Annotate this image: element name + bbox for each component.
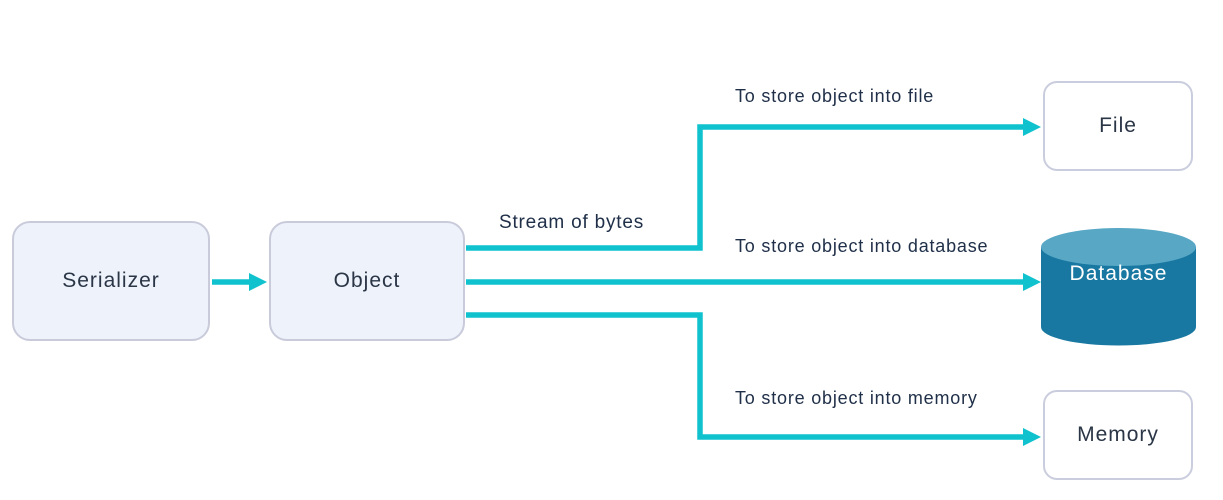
node-object-label: Object (333, 269, 401, 292)
database-cylinder-icon (1041, 228, 1196, 346)
node-file-label: File (1099, 114, 1137, 137)
edge-label-stream-of-bytes: Stream of bytes (499, 212, 645, 233)
database-cylinder-top (1041, 228, 1196, 266)
edge-label-to-store-object-into-memory: To store object into memory (735, 388, 978, 408)
node-memory: Memory (1043, 390, 1193, 480)
node-file: File (1043, 81, 1193, 171)
node-serializer-label: Serializer (62, 269, 160, 292)
node-database-label: Database (1069, 262, 1168, 285)
node-object: Object (269, 221, 465, 341)
connector-object-to-memory (466, 312, 1041, 446)
edge-label-to-store-object-into-file: To store object into file (735, 86, 935, 106)
node-serializer: Serializer (12, 221, 210, 341)
edge-label-to-store-object-into-database: To store object into database (735, 236, 989, 256)
database-cylinder-body (1041, 247, 1196, 346)
node-memory-label: Memory (1077, 423, 1159, 446)
